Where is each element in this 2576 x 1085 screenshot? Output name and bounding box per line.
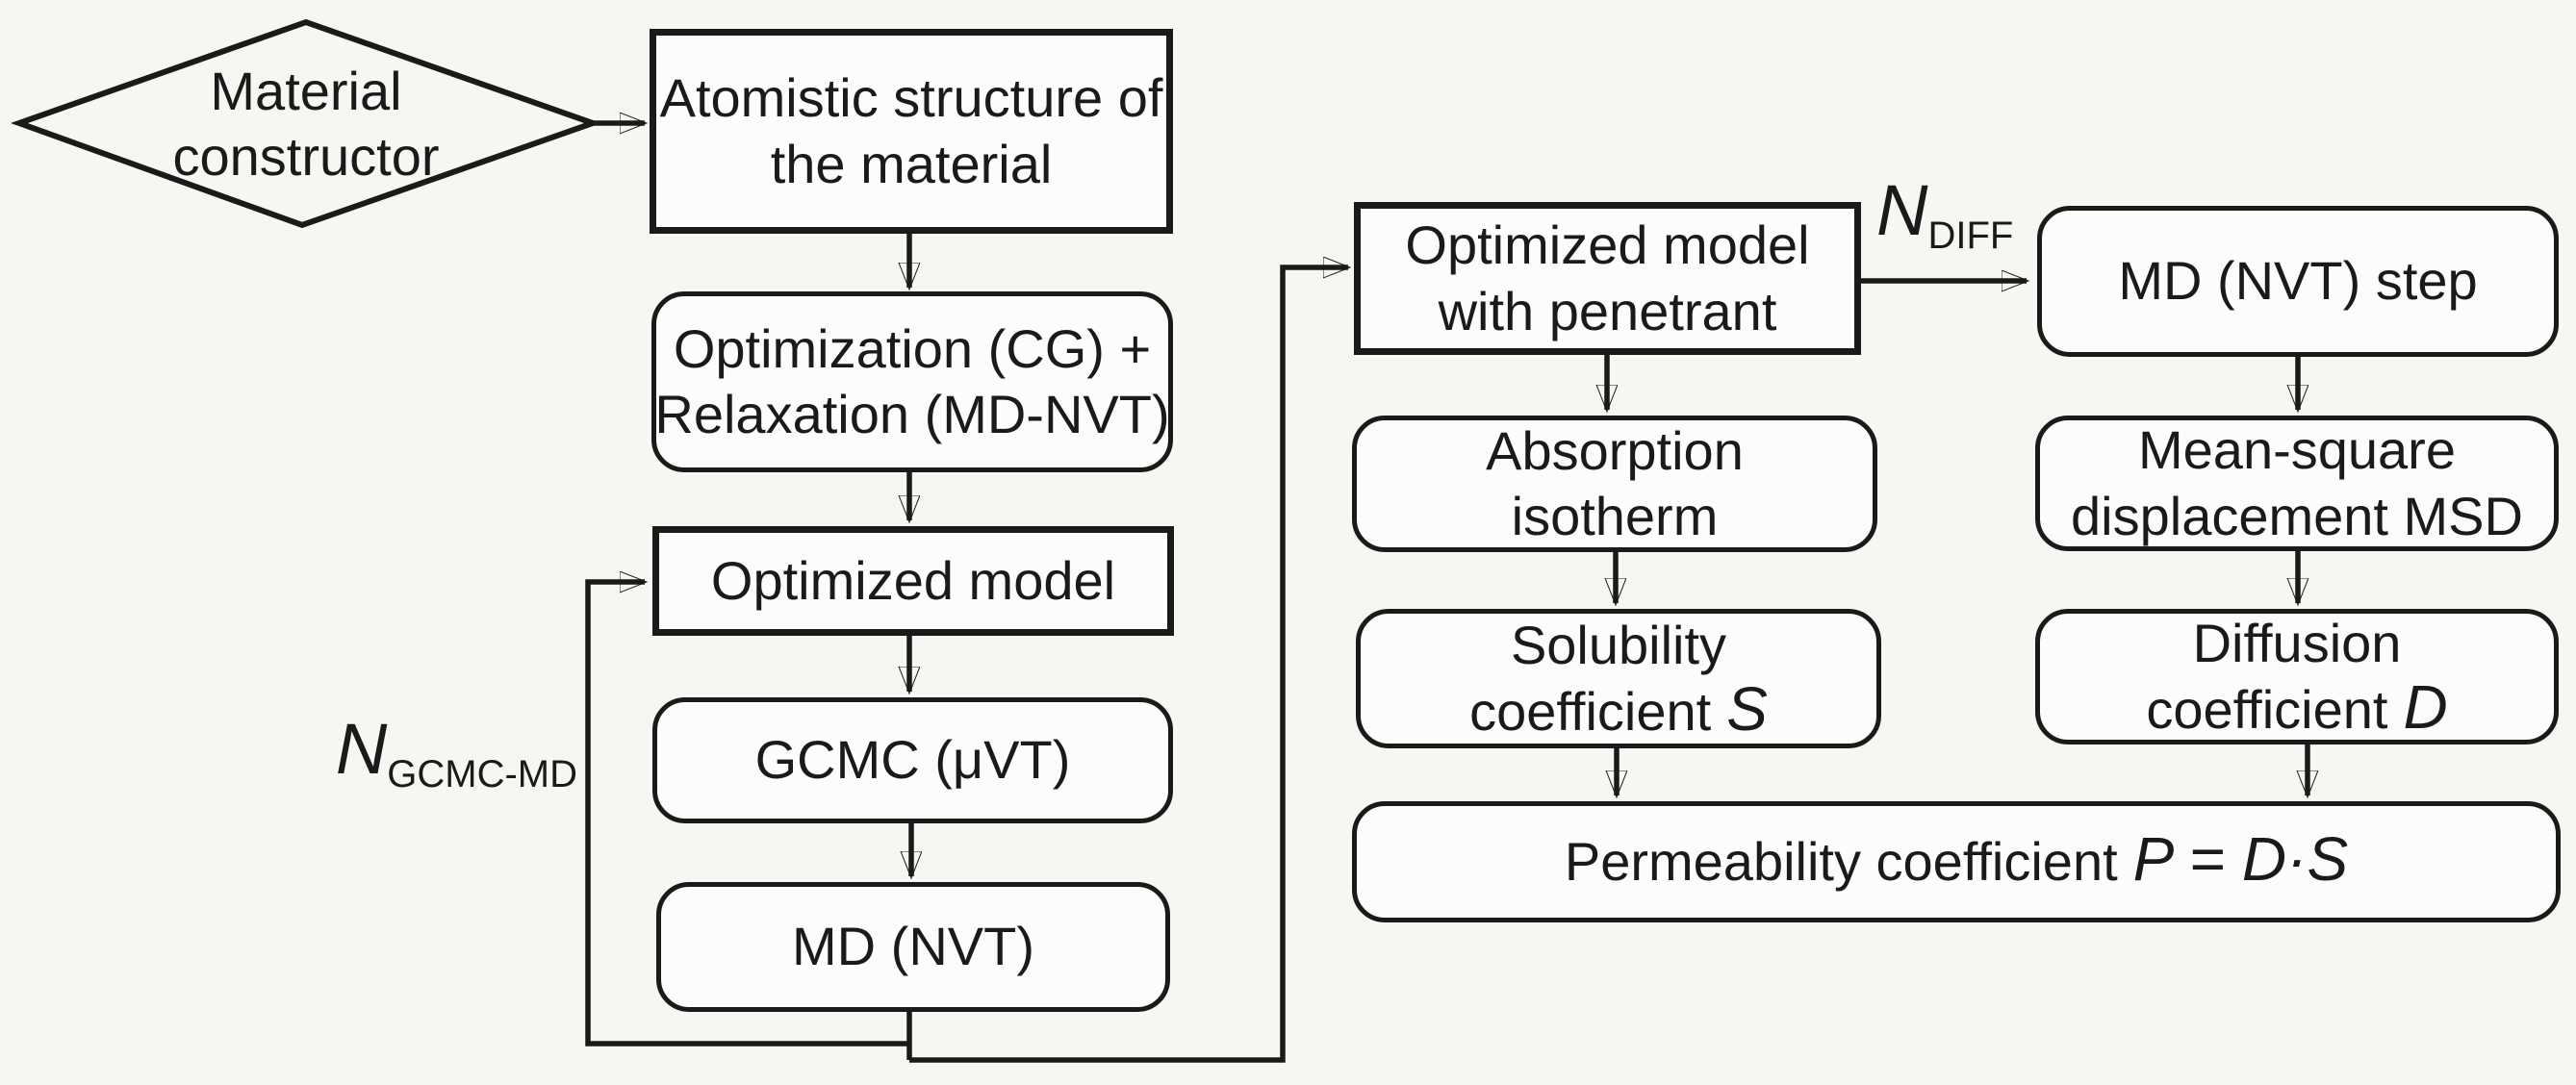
node-label-text: Permeability coefficient (1564, 831, 2118, 893)
node-atomistic-structure: Atomistic structure of the material (650, 29, 1173, 234)
node-label-line: Optimized model (710, 549, 1116, 611)
node-optimized-model-penetrant: Optimized model with penetrant (1354, 202, 1861, 355)
node-label-line: constructor (172, 126, 440, 187)
node-label-line: Mean-square (2138, 419, 2456, 481)
node-material-constructor: Material constructor (117, 54, 495, 194)
node-label-text: coefficient (1469, 681, 1712, 742)
node-label-line: isotherm (1511, 486, 1719, 546)
label-n-symbol: N (1876, 170, 1928, 250)
node-label-line: Optimized model (1405, 214, 1810, 276)
node-md-nvt-step: MD (NVT) step (2037, 206, 2559, 357)
label-n-gcmc-md: NGCMC-MD (298, 714, 577, 795)
node-label-line: MD (NVT) (792, 916, 1034, 977)
node-optimized-model: Optimized model (652, 526, 1174, 636)
node-label-line: Optimization (CG) + (673, 317, 1152, 379)
node-label-line: displacement MSD (2071, 485, 2523, 546)
edge-md-nvt-to-penetrant (909, 267, 1348, 1063)
node-gcmc: GCMC (μVT) (652, 697, 1173, 823)
node-label-line: the material (770, 133, 1053, 194)
node-label-text: coefficient (2146, 679, 2388, 740)
node-label-line: with penetrant (1438, 280, 1777, 341)
label-n-diff: NDIFF (1876, 175, 2088, 256)
node-label-line: Solubility (1510, 614, 1727, 675)
node-label-line: Material (210, 60, 402, 121)
label-n-symbol: N (335, 709, 388, 789)
node-label-line: Absorption (1486, 419, 1744, 481)
label-n-subscript: DIFF (1927, 214, 2014, 257)
node-mean-square-displacement: Mean-square displacement MSD (2035, 416, 2559, 551)
node-label-line: GCMC (μVT) (754, 729, 1071, 791)
node-absorption-isotherm: Absorption isotherm (1352, 416, 1877, 552)
node-label-line: MD (NVT) step (2118, 250, 2478, 312)
edge-loop-gcmc-md (585, 582, 909, 1047)
diffusion-symbol: D (2403, 672, 2448, 742)
solubility-symbol: S (1726, 674, 1768, 744)
node-optimization-relaxation: Optimization (CG) + Relaxation (MD-NVT) (651, 291, 1173, 472)
node-label-line: Diffusion (2192, 612, 2402, 673)
node-md-nvt: MD (NVT) (656, 882, 1170, 1012)
label-n-subscript: GCMC-MD (387, 753, 577, 795)
node-label-line: Atomistic structure of (659, 67, 1163, 129)
node-label-line: Relaxation (MD-NVT) (654, 384, 1170, 444)
permeability-formula: P = D·S (2132, 824, 2349, 895)
